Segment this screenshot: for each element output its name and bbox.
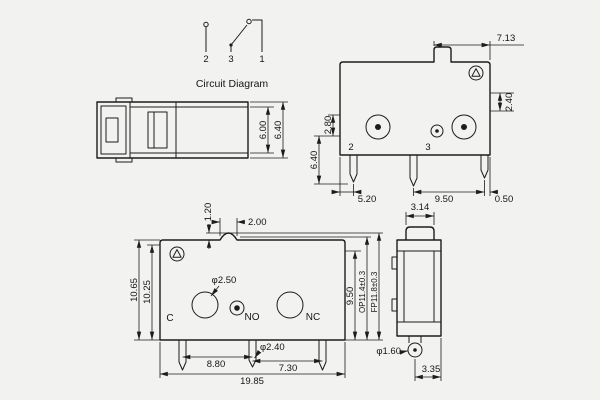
- front-dim-button-width: 2.00: [248, 217, 267, 228]
- end-dim-button-width: 3.14: [411, 202, 430, 213]
- side-dim-top-width: 7.13: [497, 33, 516, 44]
- mounting-hole-right-center: [461, 124, 467, 130]
- mounting-hole-left-center: [375, 124, 381, 130]
- mounting-hole-left: [365, 114, 391, 140]
- circuit-pin-label-1: 1: [259, 54, 264, 65]
- front-dim-button-height: 1.20: [203, 203, 214, 222]
- rivet: [229, 300, 245, 316]
- terminal-pin-nc: [318, 340, 327, 371]
- front-terminal-no-label: NO: [245, 312, 260, 323]
- side-dim-left-lower: 6.40: [309, 151, 320, 170]
- front-dim-op: OP11.4±0.3: [358, 270, 367, 313]
- extension-lines: [230, 232, 383, 341]
- side-pin-label-3: 3: [425, 142, 430, 153]
- end-pin-diameter-label: φ1.60: [376, 346, 401, 357]
- rivet-hole-center: [435, 129, 439, 133]
- bottom-view-dim-outer: 6.40: [273, 121, 284, 140]
- mounting-hole-right: [451, 114, 477, 140]
- front-view: C NO NC φ2.50 φ2.40 1.20 2.00 10.65 10.2…: [129, 203, 383, 387]
- end-view-inner-lines: [403, 251, 435, 322]
- side-dim-left-upper: 2.80: [323, 116, 334, 135]
- extension-lines: [339, 157, 491, 196]
- bottom-view-left-slot: [105, 117, 119, 143]
- terminal-pin-c: [178, 340, 187, 371]
- front-view-pins: [178, 340, 327, 371]
- side-dim-right-height: 2.40: [504, 93, 515, 112]
- mold-mark-triangle-icon: [172, 249, 182, 258]
- end-view-body: [396, 239, 442, 337]
- extension-lines: [405, 212, 435, 225]
- bottom-view: 6.00 6.40: [96, 97, 288, 163]
- bottom-view-left-block: [100, 105, 127, 155]
- side-pin-label-2: 2: [348, 142, 353, 153]
- front-dim-right-height: 9.50: [345, 287, 356, 306]
- terminal-pin: [409, 155, 418, 187]
- front-dim-height-outer: 10.65: [129, 278, 140, 302]
- bottom-view-dim-inner: 6.00: [258, 121, 269, 140]
- terminal-pin-end: [407, 342, 423, 358]
- circuit-title: Circuit Diagram: [196, 78, 269, 90]
- circuit-pin-label-2: 2: [203, 54, 208, 65]
- mold-mark-circle: [169, 246, 185, 262]
- bottom-view-center-slot: [147, 111, 168, 149]
- bottom-view-tab-bottom: [115, 157, 133, 163]
- mounting-hole-right: [276, 291, 304, 319]
- circuit-diagram: 2 3 1 Circuit Diagram: [196, 18, 269, 90]
- side-dim-pin-offset-left: 5.20: [358, 194, 377, 205]
- end-view-tab-lower: [391, 298, 398, 312]
- mold-mark-circle: [468, 65, 484, 81]
- front-terminal-nc-label: NC: [306, 312, 320, 323]
- end-view: 3.14 φ1.60 3.35: [376, 202, 442, 381]
- circuit-contact-no: [246, 18, 252, 25]
- leader-line: [210, 285, 220, 297]
- terminal-pin: [349, 155, 358, 183]
- front-dim-pin-spacing-left: 8.80: [207, 359, 226, 370]
- extension-lines: [250, 101, 288, 159]
- extension-lines: [433, 41, 491, 60]
- rivet-center: [234, 305, 240, 311]
- front-dim-fp: FP11.8±0.3: [370, 271, 379, 312]
- circuit-contact-nc: [203, 21, 209, 28]
- front-dim-pin-spacing-right: 7.30: [279, 363, 298, 374]
- side-view-pins: [349, 155, 489, 187]
- terminal-pin: [480, 155, 489, 179]
- bottom-view-body: [96, 101, 249, 159]
- terminal-pin-no: [248, 340, 257, 368]
- front-pin-diameter-label: φ2.40: [260, 342, 285, 353]
- front-hole-diameter-label: φ2.50: [212, 275, 237, 286]
- side-view: 2 3 7.13 2.40 2.80 6.40 5.20 9.50 0.50: [309, 33, 524, 205]
- mold-mark-triangle-icon: [471, 68, 481, 77]
- end-view-button: [405, 226, 435, 240]
- leader-line: [254, 349, 262, 359]
- leader-line: [399, 350, 409, 355]
- circuit-wire-no: [252, 19, 263, 52]
- front-view-holes: [191, 291, 304, 319]
- rivet-hole: [430, 124, 444, 138]
- front-dim-height-inner: 10.25: [142, 280, 153, 304]
- mounting-hole-left: [191, 291, 219, 319]
- circuit-pin-label-3: 3: [228, 54, 233, 65]
- end-view-tab-upper: [391, 256, 398, 270]
- side-dim-pin-spacing: 9.50: [435, 194, 454, 205]
- end-dim-pin-offset: 3.35: [422, 364, 441, 375]
- side-dim-pin-offset-right: 0.50: [495, 194, 514, 205]
- extension-lines: [159, 342, 346, 378]
- front-view-body: [159, 232, 346, 341]
- end-view-stem: [408, 336, 422, 343]
- bottom-view-wall-lines: [130, 106, 248, 154]
- side-view-holes: [365, 114, 477, 140]
- circuit-switch-arm: [230, 24, 248, 46]
- front-terminal-c-label: C: [166, 313, 173, 324]
- front-dim-total-width: 19.85: [240, 376, 264, 387]
- bottom-view-tab-top: [115, 97, 133, 103]
- terminal-pin-center: [413, 348, 417, 352]
